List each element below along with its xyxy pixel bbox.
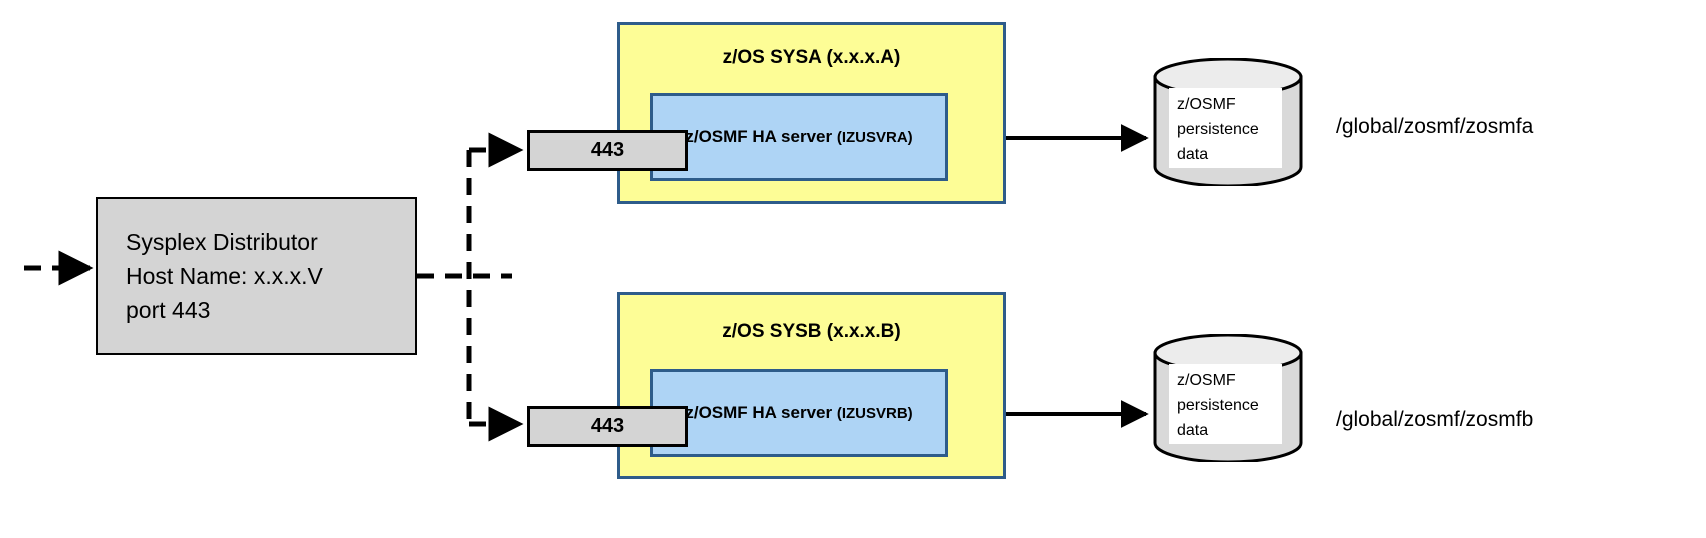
zosmf-ha-server-sysb-box[interactable]: z/OSMF HA server (IZUSVRB) (650, 369, 948, 457)
sysplex-distributor-box[interactable]: Sysplex Distributor Host Name: x.x.x.V p… (96, 197, 417, 355)
storage-line-1: z/OSMF (1177, 372, 1236, 389)
port-badge-sysb[interactable]: 443 (527, 406, 688, 447)
storage-cylinder-sysa-text: z/OSMF persistence data (1169, 88, 1282, 168)
storage-line-2: persistence (1177, 121, 1259, 138)
zosmf-ha-server-sysb-name: z/OSMF HA server (685, 403, 837, 422)
storage-line-2: persistence (1177, 397, 1259, 414)
storage-cylinder-sysa[interactable]: z/OSMF persistence data (1152, 58, 1304, 186)
storage-cylinder-sysb-text: z/OSMF persistence data (1169, 364, 1282, 444)
zosmf-ha-server-sysa-instance: (IZUSVRA) (836, 129, 913, 146)
zos-system-sysa-title: z/OS SYSA (x.x.x.A) (722, 47, 901, 68)
zosmf-ha-server-sysb-instance: (IZUSVRB) (836, 405, 913, 422)
storage-path-label-sysa: /global/zosmf/zosmfa (1336, 115, 1534, 138)
storage-cylinder-sysb[interactable]: z/OSMF persistence data (1152, 334, 1304, 462)
zosmf-ha-server-sysa-name: z/OSMF HA server (685, 127, 837, 146)
storage-line-3: data (1177, 146, 1209, 163)
sysplex-distributor-hostname: Host Name: x.x.x.V (126, 263, 323, 289)
zos-system-sysb-title: z/OS SYSB (x.x.x.B) (722, 321, 901, 342)
zosmf-ha-server-sysa-box[interactable]: z/OSMF HA server (IZUSVRA) (650, 93, 948, 181)
storage-path-label-sysb: /global/zosmf/zosmfb (1336, 408, 1534, 431)
storage-line-1: z/OSMF (1177, 96, 1236, 113)
zosmf-ha-server-sysa-label: z/OSMF HA server (IZUSVRA) (685, 127, 912, 147)
sysplex-distributor-name: Sysplex Distributor (126, 229, 318, 255)
storage-line-3: data (1177, 422, 1209, 439)
zosmf-ha-server-sysb-label: z/OSMF HA server (IZUSVRB) (685, 403, 912, 423)
port-badge-sysa[interactable]: 443 (527, 130, 688, 171)
sysplex-distributor-port: port 443 (126, 297, 211, 323)
